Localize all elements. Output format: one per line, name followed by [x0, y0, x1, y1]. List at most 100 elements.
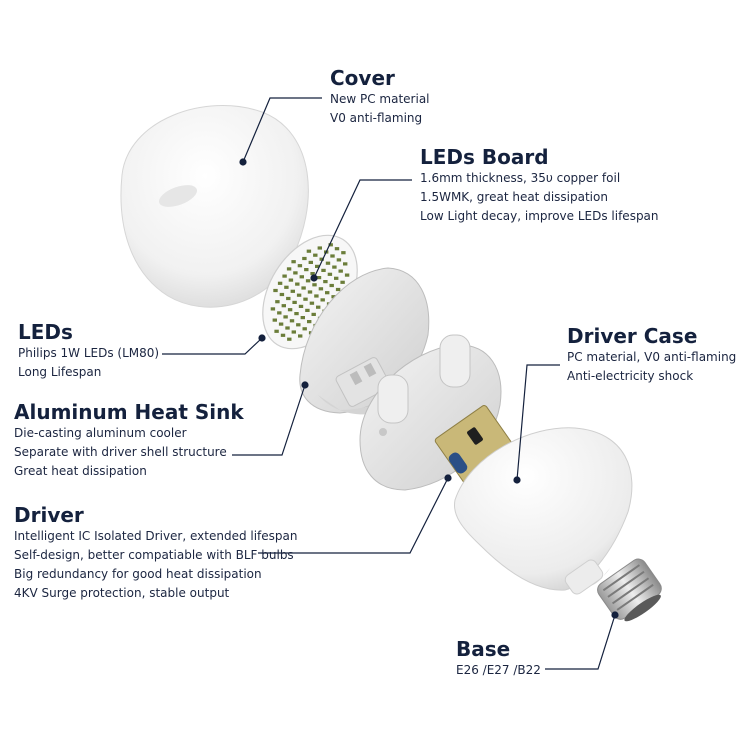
led-chip [292, 300, 297, 304]
cover-title: Cover [330, 66, 395, 90]
led-chip [296, 323, 301, 327]
led-chip [295, 282, 300, 286]
led-chip [321, 268, 326, 272]
cover-spec-line: V0 anti-flaming [330, 111, 423, 125]
base-part [597, 558, 662, 622]
led-chip [286, 267, 292, 271]
led-chip [332, 265, 337, 269]
driver-case-spec-line: PC material, V0 anti-flaming [567, 350, 737, 364]
led-chip [302, 256, 307, 261]
driver-case-callout: Driver Case PC material, V0 anti-flaming… [567, 324, 736, 386]
leader-driver [258, 474, 452, 554]
led-chip [277, 311, 282, 315]
leds-spec-line: Long Lifespan [18, 365, 102, 379]
leds-title: LEDs [18, 320, 73, 344]
led-chip [296, 293, 302, 297]
led-chip [323, 280, 328, 284]
led-chip [302, 327, 307, 331]
driver-case-part [453, 427, 633, 595]
led-chip [306, 249, 312, 253]
leds-board-spec-line: 1.5WMK, great heat dissipation [420, 190, 608, 204]
leader-driver-case [513, 364, 560, 484]
led-chip [340, 280, 345, 284]
led-chip [310, 272, 315, 276]
led-chip [274, 329, 279, 333]
led-chip [270, 307, 276, 311]
leader-leds [162, 334, 266, 355]
driver-case-spec-line: Anti-electricity shock [567, 369, 694, 383]
cover-spec-line: New PC material [330, 92, 430, 106]
led-chip [287, 337, 292, 341]
led-chip [275, 300, 280, 304]
driver-callout: Driver Intelligent IC Isolated Driver, e… [14, 503, 298, 603]
led-chip [279, 292, 285, 297]
led-chip [283, 315, 288, 319]
leds-board-spec-line: Low Light decay, improve LEDs lifespan [420, 209, 659, 223]
led-chip [319, 257, 324, 261]
led-chip [308, 260, 313, 264]
led-chip [288, 278, 294, 282]
heat-sink-title: Aluminum Heat Sink [14, 400, 244, 424]
heat-sink-spec-line: Die-casting aluminum cooler [14, 426, 187, 440]
led-chip [344, 273, 350, 277]
led-chip [343, 262, 348, 266]
led-chip [320, 298, 325, 302]
led-chip [294, 312, 299, 316]
led-chip [305, 279, 311, 283]
led-chip [315, 264, 320, 268]
led-chip [293, 271, 298, 275]
led-chip [335, 287, 341, 292]
led-chip [336, 258, 342, 262]
led-chip [287, 308, 293, 312]
led-chip [328, 243, 333, 247]
driver-case-title: Driver Case [567, 324, 698, 348]
led-chip [285, 326, 290, 330]
leader-leds-board [310, 179, 412, 282]
heat-sink-callout: Aluminum Heat Sink Die-casting aluminum … [14, 400, 244, 481]
led-chip [281, 304, 286, 308]
led-chip [297, 264, 303, 268]
led-chip [303, 297, 308, 301]
leds-board-callout: LEDs Board 1.6mm thickness, 35υ copper f… [420, 145, 659, 226]
led-chip [325, 261, 331, 265]
led-chip [290, 289, 295, 293]
led-chip [298, 334, 303, 338]
led-chip [316, 305, 321, 309]
leds-board-spec-line: 1.6mm thickness, 35υ copper foil [420, 171, 621, 185]
led-chip [277, 281, 283, 285]
led-chip [329, 283, 334, 288]
led-chip [327, 272, 333, 276]
led-chip [291, 330, 296, 334]
base-spec-line: E26 /E27 /B22 [456, 663, 541, 677]
led-chip [314, 294, 319, 298]
leds-board-title: LEDs Board [420, 145, 549, 169]
heat-sink-spec-line: Separate with driver shell structure [14, 445, 227, 459]
driver-spec-line: Big redundancy for good heat dissipation [14, 567, 262, 581]
led-chip [298, 304, 304, 308]
led-chip [307, 320, 312, 324]
leds-spec-line: Philips 1W LEDs (LM80) [18, 346, 160, 360]
led-chip [334, 276, 339, 280]
leds-callout: LEDs Philips 1W LEDs (LM80) Long Lifespa… [18, 320, 159, 382]
leader-heat-sink [232, 381, 309, 456]
led-chip [282, 274, 287, 278]
led-chip [312, 283, 317, 287]
leader-base [545, 611, 619, 670]
led-chip [309, 301, 315, 305]
driver-title: Driver [14, 503, 84, 527]
led-chip [291, 260, 296, 264]
led-chip [318, 287, 324, 291]
led-chip [278, 322, 284, 326]
led-chip [280, 333, 286, 337]
led-chip [300, 316, 305, 320]
led-chip [313, 253, 318, 257]
driver-spec-line: 4KV Surge protection, stable output [14, 586, 230, 600]
led-chip [317, 246, 322, 250]
led-chip [307, 290, 313, 294]
led-chip [338, 269, 343, 273]
led-chip [286, 296, 291, 301]
led-chip [284, 285, 289, 289]
led-chip [272, 318, 277, 322]
driver-spec-line: Intelligent IC Isolated Driver, extended… [14, 529, 298, 543]
